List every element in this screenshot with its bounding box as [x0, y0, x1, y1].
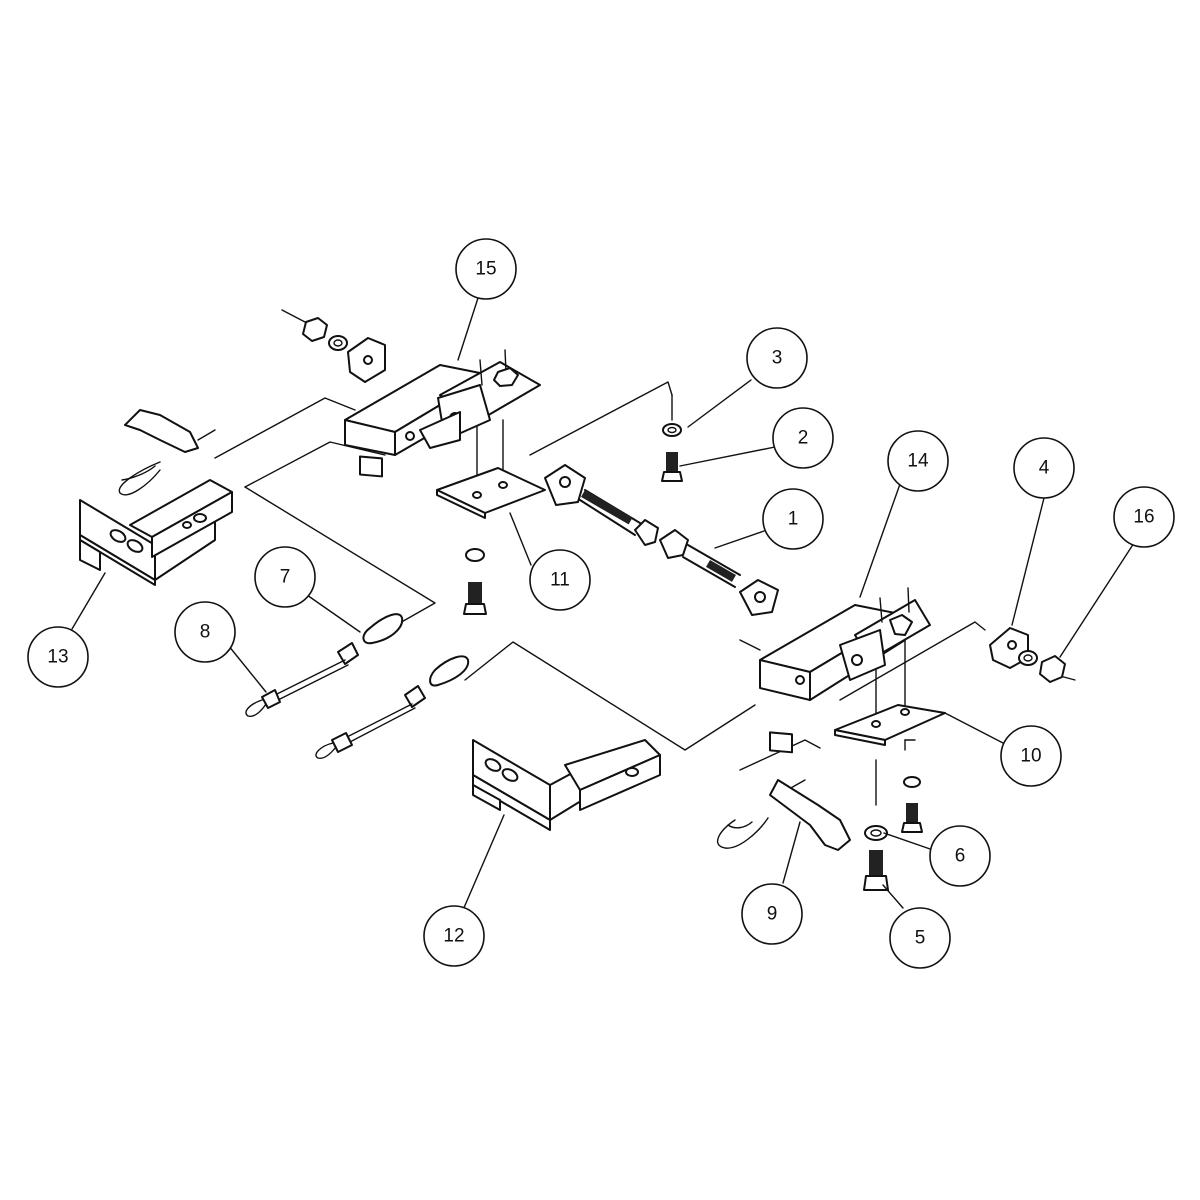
svg-text:13: 13	[47, 647, 68, 668]
svg-text:6: 6	[955, 846, 966, 867]
svg-text:12: 12	[443, 926, 464, 947]
svg-text:9: 9	[767, 904, 778, 925]
callout-12: 12	[423, 905, 485, 967]
part-4-16-hardware	[989, 627, 1066, 683]
callout-7: 7	[254, 546, 316, 608]
callout-3: 3	[746, 327, 808, 389]
part-15-receiver-bracket	[344, 349, 541, 478]
callout-14: 14	[887, 430, 949, 492]
svg-text:4: 4	[1039, 458, 1050, 479]
callout-11: 11	[529, 549, 591, 611]
callout-10: 10	[1000, 725, 1062, 787]
svg-text:16: 16	[1133, 507, 1154, 528]
callout-5: 5	[889, 907, 951, 969]
part-1-bolt	[544, 464, 779, 616]
part-14-receiver-bracket	[759, 587, 931, 754]
callout-8: 8	[174, 601, 236, 663]
hitch-pin-upper	[118, 409, 216, 496]
callout-6: 6	[929, 825, 991, 887]
svg-text:1: 1	[788, 509, 799, 530]
part-2-3-bolt-washer	[661, 394, 683, 482]
part-12-mount-bracket	[472, 739, 661, 831]
svg-text:3: 3	[772, 348, 783, 369]
callout-13: 13	[27, 626, 89, 688]
svg-text:7: 7	[280, 567, 291, 588]
part-5-6-bolt-washer	[863, 825, 889, 891]
part-7-8-cables	[245, 613, 470, 760]
callout-16: 16	[1113, 486, 1175, 548]
part-9-hitch-pin	[716, 779, 851, 851]
part-15-hardware	[281, 309, 386, 383]
callout-4: 4	[1013, 437, 1075, 499]
part-11-plate	[436, 467, 546, 615]
callout-9: 9	[741, 883, 803, 945]
callout-15: 15	[455, 238, 517, 300]
svg-text:5: 5	[915, 928, 926, 949]
callout-1: 1	[762, 488, 824, 550]
callout-2: 2	[772, 407, 834, 469]
svg-text:15: 15	[475, 259, 496, 280]
svg-text:10: 10	[1020, 746, 1041, 767]
svg-text:2: 2	[798, 428, 809, 449]
leader-lines	[71, 297, 1135, 911]
svg-text:14: 14	[907, 451, 929, 472]
svg-text:8: 8	[200, 622, 211, 643]
part-10-plate	[834, 704, 946, 833]
part-13-mount-bracket	[79, 479, 233, 586]
svg-text:11: 11	[550, 570, 570, 591]
